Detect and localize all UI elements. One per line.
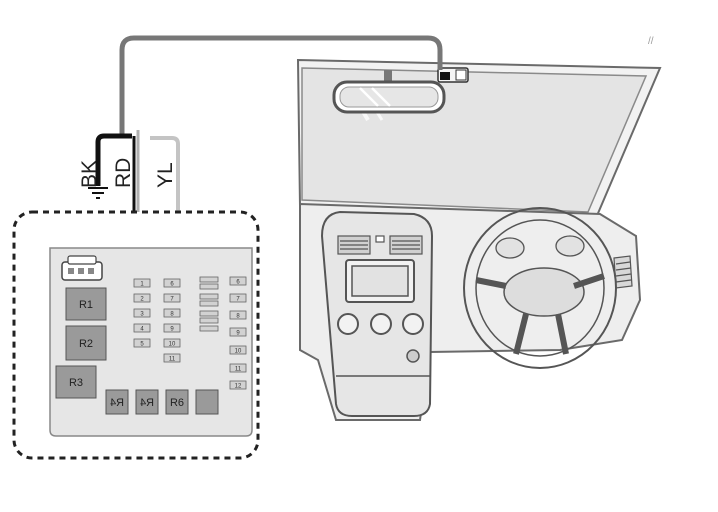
ground-icon <box>88 187 108 199</box>
car-interior: // <box>296 36 662 421</box>
corner-mark: // <box>648 36 654 47</box>
fuse-slot: 1 <box>133 278 151 288</box>
mini-fuse <box>199 293 219 300</box>
fuse-box-outline <box>12 210 260 460</box>
fuse-slot: 2 <box>133 293 151 303</box>
fuse-slot: 8 <box>163 308 181 318</box>
svg-text:4: 4 <box>140 327 144 333</box>
svg-text:11: 11 <box>169 357 176 363</box>
fuse-connector-icon <box>61 255 103 281</box>
fuse-slot: 12 <box>229 380 247 390</box>
svg-text:2: 2 <box>140 297 144 303</box>
relay-r1: R1 <box>65 287 107 321</box>
mini-fuse <box>199 310 219 317</box>
fuse-slot: 11 <box>229 363 247 373</box>
mini-fuse <box>199 300 219 307</box>
dashcam-icon <box>437 67 469 83</box>
svg-text:11: 11 <box>235 367 242 373</box>
svg-text:5: 5 <box>140 342 144 348</box>
svg-text:10: 10 <box>169 342 176 348</box>
fuse-slot: 7 <box>163 293 181 303</box>
svg-text:R2: R2 <box>79 338 93 350</box>
wire-yl <box>150 136 180 212</box>
steering-wheel-icon <box>463 207 617 369</box>
fuse-slot: 6 <box>229 276 247 286</box>
wire-bk-black <box>95 133 132 186</box>
wire-label-yl: YL <box>154 162 177 188</box>
svg-text:R1: R1 <box>79 299 93 311</box>
fuse-slot: 5 <box>133 338 151 348</box>
climate-knob-center <box>370 313 392 335</box>
fuse-slot: 4 <box>133 323 151 333</box>
svg-text:1: 1 <box>140 282 144 288</box>
fuse-slot: 9 <box>229 327 247 337</box>
relay-r4a: R4 <box>105 389 129 415</box>
fuse-slot: 11 <box>163 353 181 363</box>
fuse-box: R1 R2 R3 R4 R4 R6 1 2 3 4 5 <box>12 210 260 460</box>
svg-text:3: 3 <box>140 312 144 318</box>
mini-fuse <box>199 317 219 324</box>
climate-knob-left <box>337 313 359 335</box>
center-vents <box>337 235 423 255</box>
svg-text:7: 7 <box>236 297 240 303</box>
svg-text:7: 7 <box>170 297 174 303</box>
fuse-column-mini <box>199 276 219 332</box>
fuse-slot: 10 <box>163 338 181 348</box>
fuse-slot: 8 <box>229 310 247 320</box>
svg-text:9: 9 <box>236 331 240 337</box>
svg-text:6: 6 <box>170 282 174 288</box>
climate-knob-right <box>402 313 424 335</box>
relay-r6: R6 <box>165 389 189 415</box>
power-cable-gray <box>119 35 443 136</box>
fuse-slot: 9 <box>163 323 181 333</box>
mini-fuse <box>199 283 219 290</box>
svg-text:8: 8 <box>170 312 174 318</box>
mini-fuse <box>199 325 219 332</box>
relay-r3: R3 <box>55 365 97 399</box>
fuse-slot: 3 <box>133 308 151 318</box>
relay-r4b: R4 <box>135 389 159 415</box>
relay-r2: R2 <box>65 325 107 361</box>
relay-blank <box>195 389 219 415</box>
svg-text:R6: R6 <box>170 397 184 409</box>
wires: BK RD YL <box>78 35 443 212</box>
fuse-slot: 6 <box>163 278 181 288</box>
console-button <box>406 349 420 363</box>
fuse-slot: 7 <box>229 293 247 303</box>
svg-text:R4: R4 <box>140 397 154 409</box>
wire-label-bk: BK <box>78 160 101 188</box>
svg-text:8: 8 <box>236 314 240 320</box>
svg-text:R3: R3 <box>69 377 83 389</box>
svg-text:6: 6 <box>236 280 240 286</box>
fuse-slot: 10 <box>229 345 247 355</box>
mini-fuse <box>199 276 219 283</box>
wire-label-rd: RD <box>112 158 135 188</box>
svg-text:10: 10 <box>235 349 242 355</box>
svg-text:12: 12 <box>235 384 242 390</box>
svg-text:R4: R4 <box>110 397 124 409</box>
rearview-mirror-icon <box>332 70 446 114</box>
fuse-column-right: 6 7 8 9 10 11 12 <box>229 276 247 390</box>
svg-text:9: 9 <box>170 327 174 333</box>
fuse-column-middle: 6 7 8 9 10 11 <box>163 278 181 363</box>
fuse-column-left: 1 2 3 4 5 <box>133 278 151 348</box>
